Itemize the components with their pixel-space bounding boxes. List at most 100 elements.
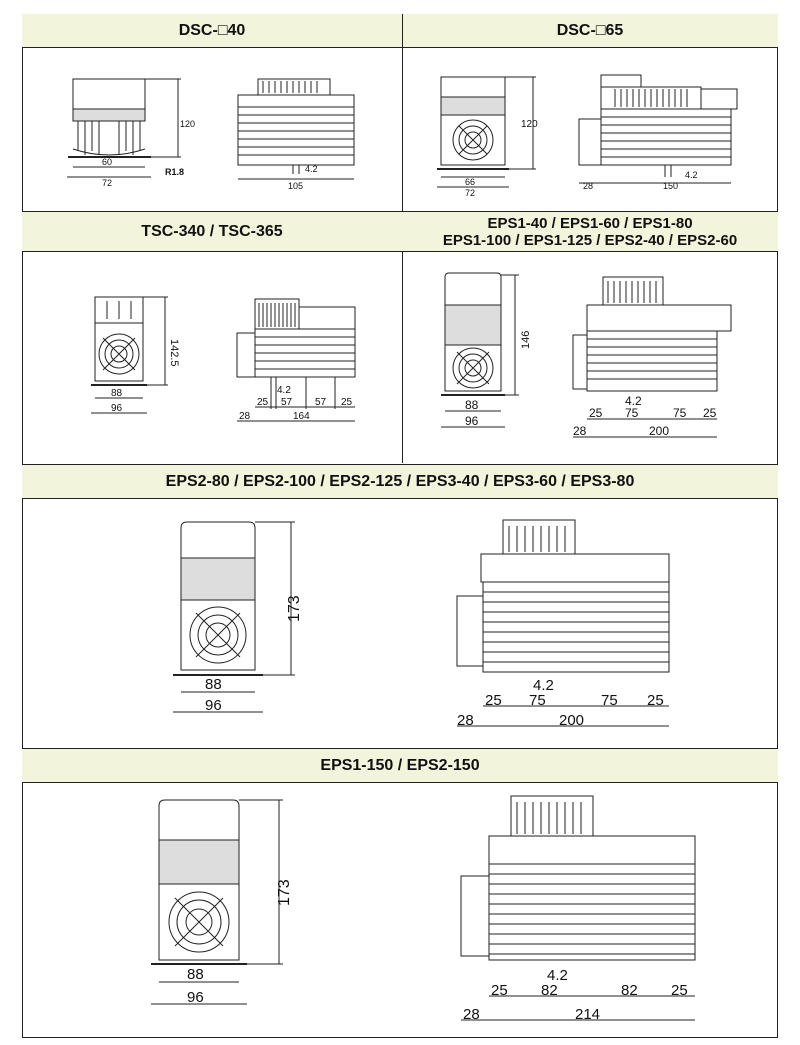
eps-small-drawing: 146 88 96 4.2 25 75 75 25 28 200 <box>403 253 777 463</box>
eps-small-inner-label: 88 <box>465 398 479 412</box>
tsc-m2-label: 57 <box>281 397 293 408</box>
eps-large-m3-label: 82 <box>621 982 638 999</box>
eps-mid-hole-label: 4.2 <box>533 677 554 694</box>
dsc65-side-fan <box>578 118 602 166</box>
eps-large-drawing: 173 88 96 4.2 25 82 82 25 28 214 <box>23 784 777 1036</box>
tsc-title: TSC-340 / TSC-365 <box>141 223 283 240</box>
dsc65-header: DSC-□65 <box>402 14 778 48</box>
eps-mid-inner-label: 88 <box>205 676 222 693</box>
eps-large-offset-label: 28 <box>463 1006 480 1023</box>
eps-small-m4-label: 25 <box>703 406 717 420</box>
eps-small-height-label: 146 <box>520 331 532 349</box>
eps-small-outer-label: 96 <box>465 414 479 428</box>
eps-mid-m4-label: 25 <box>647 692 664 709</box>
eps-small-title-line2: EPS1-100 / EPS1-125 / EPS2-40 / EPS2-60 <box>442 231 738 249</box>
eps-mid-offset-label: 28 <box>457 712 474 729</box>
eps-mid-m3-label: 75 <box>601 692 618 709</box>
eps-mid-m2-label: 75 <box>529 692 546 709</box>
eps-small-side-body <box>586 330 718 392</box>
eps-mid-height-label: 173 <box>286 595 303 622</box>
row-divider <box>22 748 778 749</box>
eps-small-m2-label: 75 <box>625 406 639 420</box>
eps-small-title-line1: EPS1-40 / EPS1-60 / EPS1-80 <box>487 214 693 232</box>
tsc-inner-label: 88 <box>111 388 123 399</box>
dsc65-front-terminals <box>440 96 506 116</box>
eps-large-m2-label: 82 <box>541 982 558 999</box>
dsc65-inner-label: 66 <box>465 177 475 187</box>
eps-small-front-top <box>444 272 502 306</box>
eps-small-m1-label: 25 <box>589 406 603 420</box>
eps-small-side-top <box>602 276 664 306</box>
tsc-side-fan <box>236 332 256 378</box>
dsc65-side-body <box>600 108 732 166</box>
eps-large-m4-label: 25 <box>671 982 688 999</box>
dsc40-side-body <box>237 106 355 166</box>
eps-large-side-fan <box>460 875 490 957</box>
eps-large-inner-label: 88 <box>187 966 204 983</box>
eps-small-side-fan <box>572 334 588 390</box>
tsc-side-connector <box>298 306 356 330</box>
tsc-hole-label: 4.2 <box>277 385 291 396</box>
dsc40-side-terminal-block <box>257 78 331 96</box>
dsc40-height-label: 120 <box>180 119 195 129</box>
eps-large-side-connector <box>488 835 696 865</box>
dsc40-hole-label: 4.2 <box>305 164 318 174</box>
dsc65-title: DSC-□65 <box>556 22 624 39</box>
eps-large-fan-icon <box>168 891 230 953</box>
dsc40-front-top <box>72 78 146 110</box>
tsc-front-fan <box>94 322 144 382</box>
dsc65-side-connector <box>700 88 738 110</box>
dsc40-svg: 120 60 72 R1.8 4.2 105 <box>67 78 355 191</box>
dsc40-heatsink-fins-icon <box>72 121 146 156</box>
dsc65-front-top <box>440 76 506 98</box>
row-divider <box>22 464 778 465</box>
eps-mid-side-fan <box>456 595 484 667</box>
tsc-side-top <box>254 298 300 330</box>
eps-large-m1-label: 25 <box>491 982 508 999</box>
eps-small-svg: 146 88 96 4.2 25 75 75 25 28 200 <box>441 272 732 438</box>
eps-large-front-terminals <box>158 839 240 885</box>
dsc65-fan-icon <box>452 119 494 161</box>
eps-large-title: EPS1-150 / EPS2-150 <box>320 757 480 774</box>
dsc40-depth-label: 105 <box>288 181 303 191</box>
eps-small-side-connector <box>586 304 732 332</box>
eps-mid-side-top <box>502 519 576 555</box>
eps-small-hole-label: 4.2 <box>625 394 642 408</box>
tsc-m4-label: 25 <box>341 397 353 408</box>
tsc-depth-label: 164 <box>293 411 310 422</box>
eps-mid-front-top <box>180 521 256 559</box>
eps-mid-m1-label: 25 <box>485 692 502 709</box>
dsc65-hole-label: 4.2 <box>685 170 698 180</box>
dsc65-depth-label: 150 <box>663 181 678 191</box>
eps-mid-side-body <box>482 581 670 673</box>
eps-mid-side-connector <box>480 553 670 583</box>
eps-mid-fan-icon <box>189 606 247 664</box>
eps-mid-title: EPS2-80 / EPS2-100 / EPS2-125 / EPS3-40 … <box>165 473 635 490</box>
eps-mid-header: EPS2-80 / EPS2-100 / EPS2-125 / EPS3-40 … <box>22 465 778 499</box>
dsc65-outer-label: 72 <box>465 188 475 198</box>
eps-large-hole-label: 4.2 <box>547 967 568 984</box>
dsc65-drawing: 120 66 72 4.2 28 150 <box>403 49 777 210</box>
eps-large-height-label: 173 <box>276 879 293 906</box>
tsc-offset-label: 28 <box>239 411 251 422</box>
eps-large-front-top <box>158 799 240 841</box>
eps-small-header: EPS1-40 / EPS1-60 / EPS1-80 EPS1-100 / E… <box>402 212 778 252</box>
dsc40-drawing: 120 60 72 R1.8 4.2 105 <box>23 49 401 210</box>
eps-mid-outer-label: 96 <box>205 697 222 714</box>
tsc-outer-label: 96 <box>111 403 123 414</box>
tsc-m3-label: 57 <box>315 397 327 408</box>
tsc-m1-label: 25 <box>257 397 269 408</box>
tsc-height-label: 142.5 <box>168 339 180 367</box>
eps-mid-drawing: 173 88 96 4.2 25 75 75 25 28 200 <box>23 500 777 747</box>
eps-small-front-terminals <box>444 304 502 346</box>
row-divider <box>22 211 778 212</box>
eps-mid-front-terminals <box>180 557 256 601</box>
tsc-fan-icon <box>98 333 140 375</box>
eps-small-depth-label: 200 <box>649 424 669 438</box>
dsc40-header: DSC-□40 <box>22 14 402 48</box>
dsc40-title: DSC-□40 <box>178 22 246 39</box>
eps-large-side-body <box>488 863 696 961</box>
dsc65-svg: 120 66 72 4.2 28 150 <box>437 74 738 198</box>
eps-large-header: EPS1-150 / EPS2-150 <box>22 749 778 783</box>
eps-mid-svg: 173 88 96 4.2 25 75 75 25 28 200 <box>173 519 670 729</box>
